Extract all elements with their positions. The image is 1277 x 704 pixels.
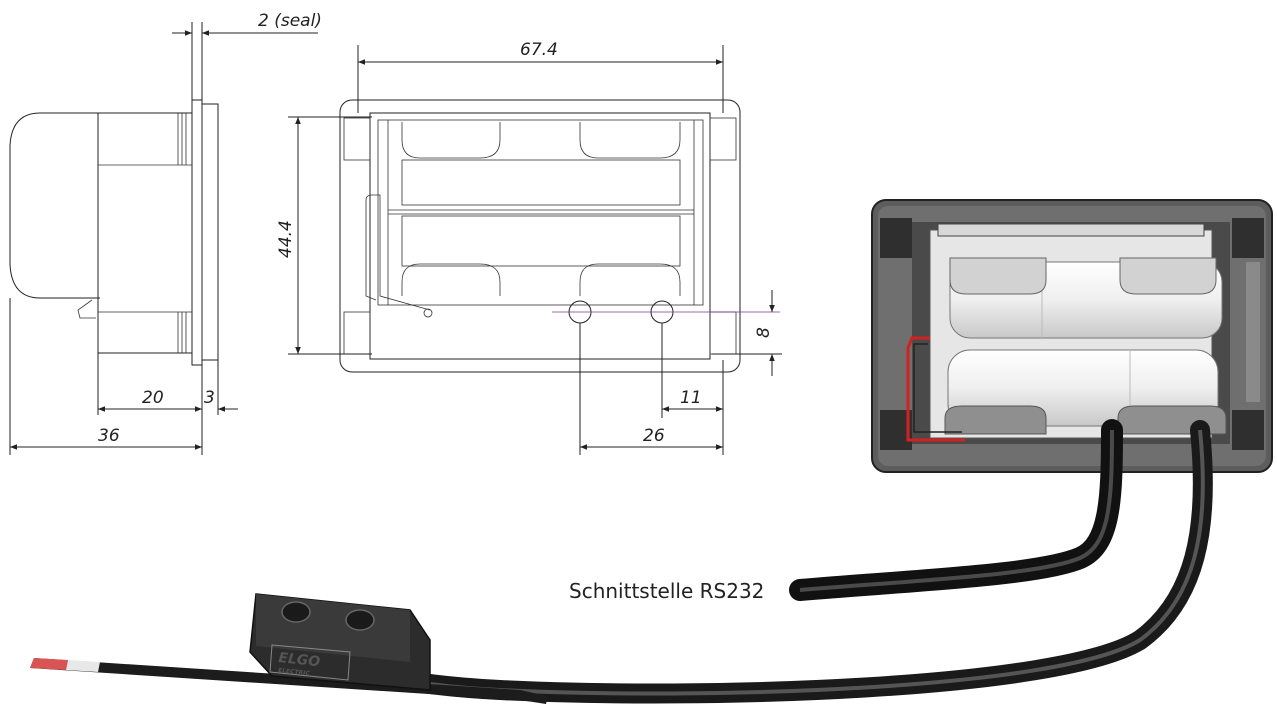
sensor-logo-sub: ELECTRIC: [278, 667, 311, 677]
screw-hole-icon: [281, 601, 311, 623]
dim-height: 44.4: [276, 220, 296, 258]
dim-offset: 8: [754, 327, 774, 338]
sensor-logo: ELGO: [278, 650, 321, 670]
screw-hole-icon: [345, 609, 375, 631]
dim-side-depth: 20: [142, 388, 164, 408]
dim-seal: 2 (seal): [258, 11, 322, 31]
front-view: 67.4 44.4 8 11 26: [276, 40, 782, 455]
interface-label: Schnittstelle RS232: [569, 579, 764, 603]
dim-total-depth: 36: [98, 426, 120, 446]
side-view: 2 (seal) 20 3 36: [9, 11, 322, 455]
sensor-assembly: ELGO ELECTRIC: [30, 593, 548, 704]
product-render: Schnittstelle RS232: [350, 199, 1273, 704]
red-wire: [906, 336, 965, 442]
dim-width: 67.4: [520, 40, 558, 60]
dim-hole-spacing: 26: [643, 426, 665, 446]
dim-hole-offset: 11: [680, 388, 702, 408]
dim-flange: 3: [204, 388, 215, 408]
magnetic-tape: [30, 658, 548, 704]
